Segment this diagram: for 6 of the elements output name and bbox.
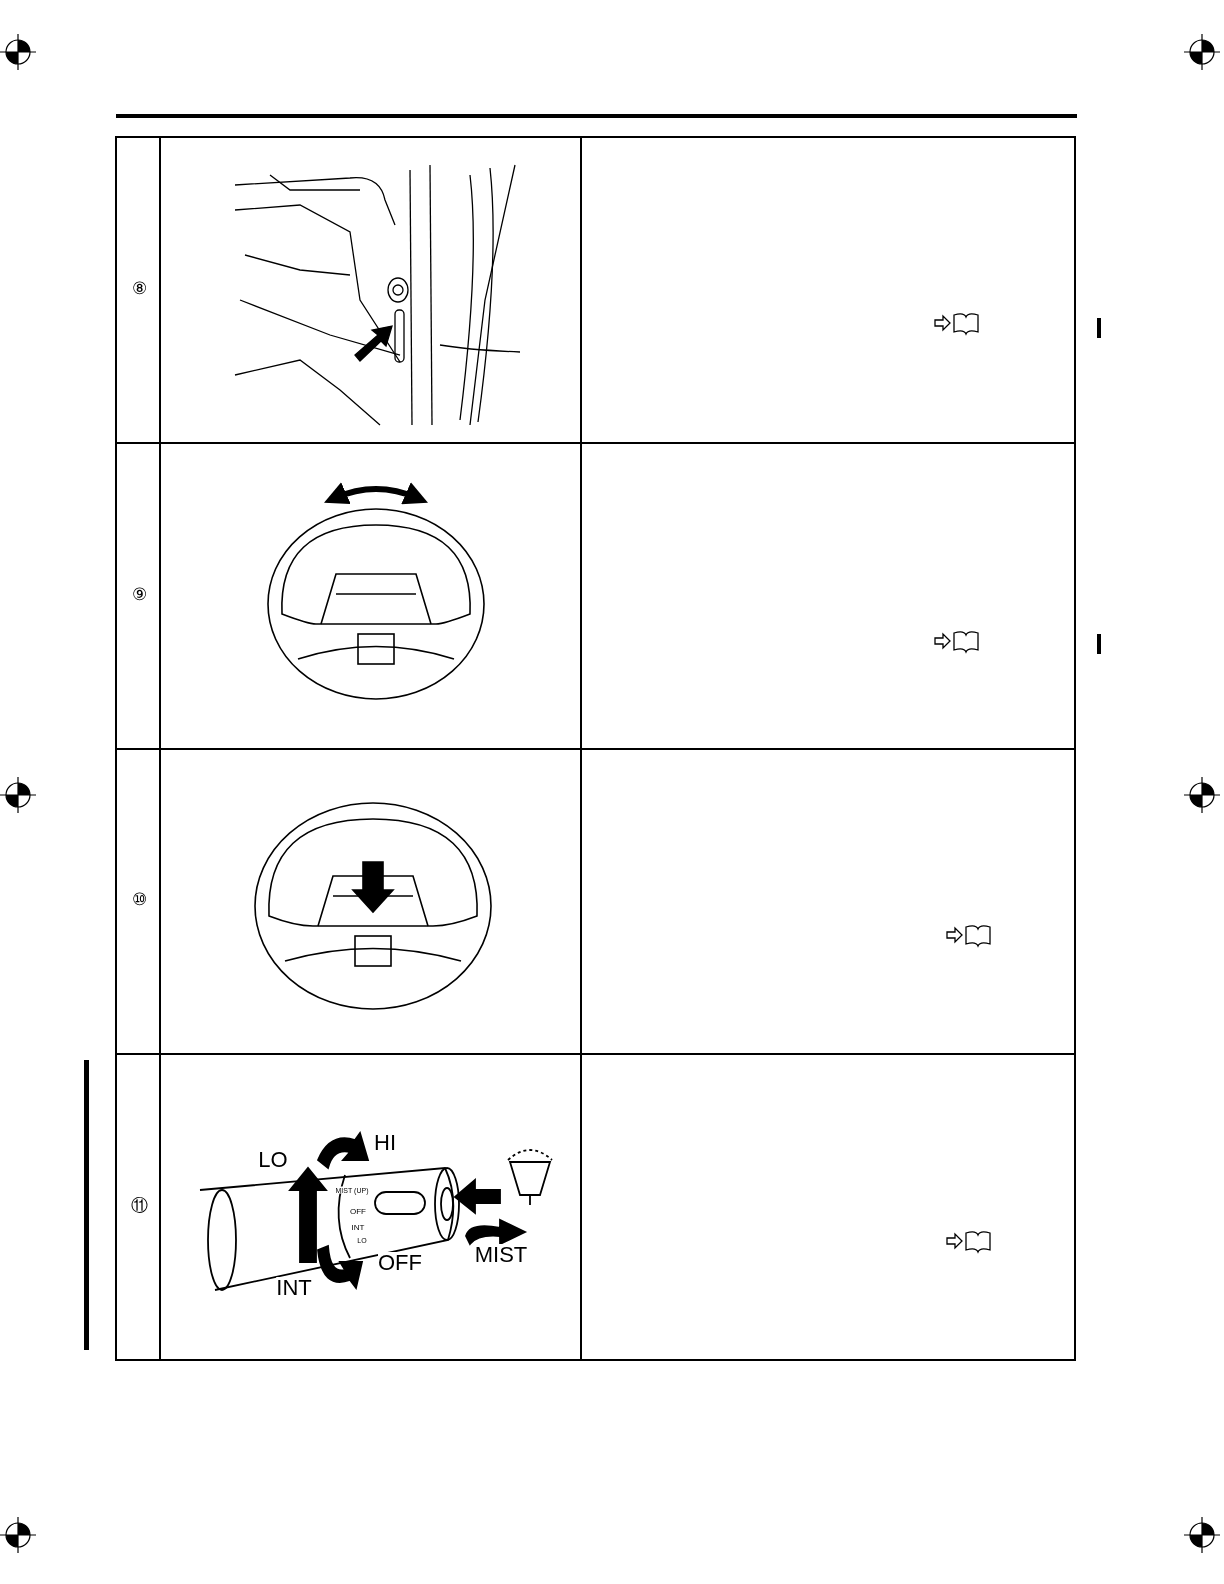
lever-marking: INT — [351, 1224, 365, 1232]
row-number: ⑨ — [131, 585, 147, 603]
row-number: ⑧ — [131, 279, 147, 297]
lever-marking: OFF — [350, 1208, 366, 1216]
row-number: ⑩ — [131, 890, 147, 908]
row-number: ⑪ — [130, 1196, 148, 1214]
